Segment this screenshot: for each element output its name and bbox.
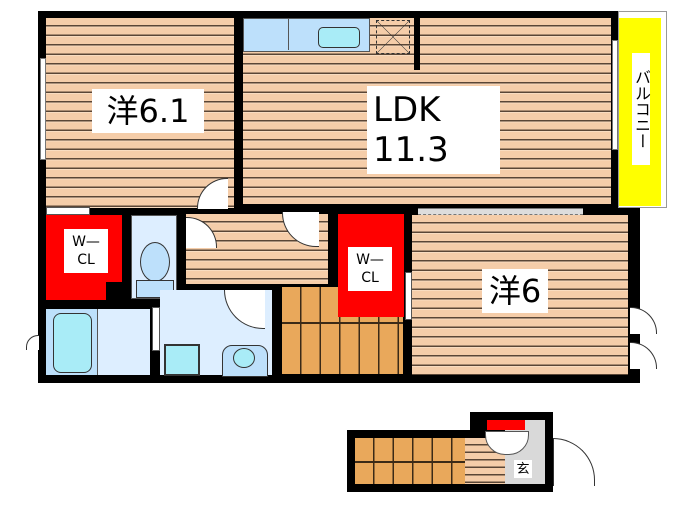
ldk-label-size: 11.3	[373, 130, 449, 170]
wcl2-line1: W—	[356, 252, 384, 268]
washing-machine-icon	[164, 344, 200, 376]
closet-door-1[interactable]	[46, 207, 90, 215]
kitchen-counter-divider	[288, 19, 289, 50]
walk-in-closet-2-label: W— CL	[348, 247, 392, 291]
refrigerator-space-icon	[376, 20, 410, 54]
wcl1-line1: W—	[72, 234, 100, 250]
ldk-label: LDK 11.3	[367, 86, 500, 174]
sliding-door[interactable]	[418, 208, 583, 215]
front-door-swing[interactable]	[553, 438, 595, 486]
closet-1-notch	[106, 282, 128, 304]
wcl1-line2: CL	[77, 252, 95, 268]
walk-in-closet-1-label: W— CL	[64, 229, 108, 273]
kitchen-partition	[414, 18, 420, 70]
bathtub-icon	[53, 313, 92, 373]
shoe-cabinet	[487, 420, 525, 430]
upper-floor-plan: 洋6.1 LDK 11.3 バルコニー W— CL W	[26, 11, 667, 383]
wcl2-line2: CL	[361, 270, 379, 286]
ldk-label-type: LDK	[373, 90, 441, 130]
lower-floor-plan: 玄	[0, 400, 700, 525]
kitchen-sink	[318, 27, 360, 48]
exterior-door-swing-2[interactable]	[630, 342, 657, 369]
bathroom-door[interactable]	[152, 307, 160, 351]
closet-2-door[interactable]	[405, 272, 412, 320]
balcony-label: バルコニー	[632, 53, 651, 165]
stairs-tread-line	[282, 322, 403, 324]
balcony-window[interactable]	[612, 40, 618, 150]
exterior-door-swing-1[interactable]	[630, 307, 657, 334]
entrance-label: 玄	[514, 460, 532, 478]
bath-window-swing[interactable]	[26, 335, 39, 350]
lower-stairs-tread	[355, 461, 465, 463]
western-room-1-label: 洋6.1	[92, 89, 204, 133]
western-room-2-label: 洋6	[482, 269, 548, 313]
washbasin-bowl	[233, 348, 255, 368]
toilet-bowl-icon	[140, 242, 170, 282]
window-west[interactable]	[40, 58, 46, 160]
